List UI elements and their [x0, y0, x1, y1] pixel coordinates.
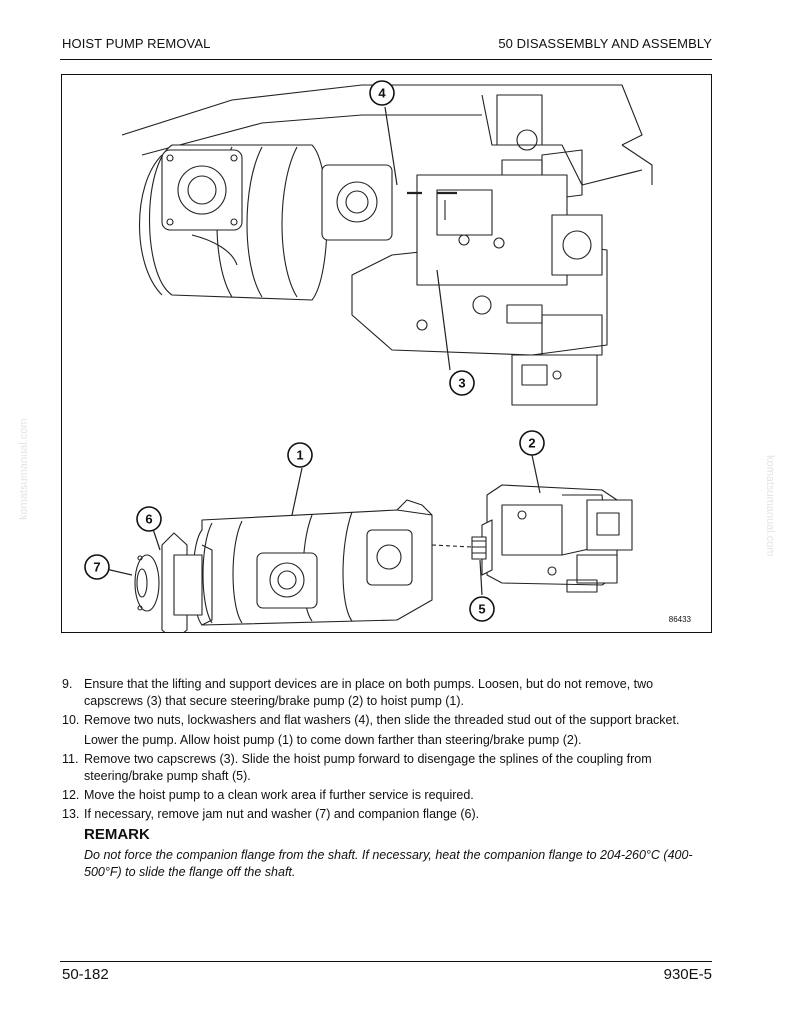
footer-rule: [60, 961, 712, 962]
callout-7: 7: [84, 554, 110, 580]
svg-text:6: 6: [145, 512, 152, 527]
callout-2: 2: [519, 430, 545, 456]
procedure-steps: 9.Ensure that the lifting and support de…: [62, 676, 712, 825]
figure-number: 86433: [668, 615, 691, 624]
pump-illustration: 4 3 1 2 6 7 5 86433: [61, 74, 712, 633]
alignment-line: [431, 544, 473, 548]
remark-text: Do not force the companion flange from t…: [84, 848, 693, 879]
step-9: 9.Ensure that the lifting and support de…: [62, 677, 654, 708]
header-rule: [60, 59, 712, 60]
header-section-title: HOIST PUMP REMOVAL: [62, 36, 211, 51]
callout-3: 3: [449, 370, 475, 396]
mounted-steering-pump: [351, 174, 608, 406]
svg-text:7: 7: [93, 560, 100, 575]
watermark-right: komatsumanual.com: [764, 455, 776, 557]
removed-hoist-pump: [134, 499, 433, 632]
step-12: 12.Move the hoist pump to a clean work a…: [62, 788, 474, 802]
svg-text:1: 1: [296, 448, 303, 463]
svg-text:2: 2: [528, 436, 535, 451]
svg-text:3: 3: [458, 376, 465, 391]
callout-1: 1: [287, 442, 313, 468]
callout-4: 4: [369, 80, 395, 106]
removed-steering-brake-pump: [471, 484, 633, 593]
pump-drawing: 4 3 1 2 6 7 5: [84, 80, 653, 632]
svg-text:5: 5: [478, 602, 485, 617]
watermark-left: komatsumanual.com: [18, 418, 30, 521]
header-chapter-title: 50 DISASSEMBLY AND ASSEMBLY: [498, 36, 712, 51]
remark-title: REMARK: [84, 826, 150, 843]
model-number: 930E-5: [663, 966, 712, 983]
frame-structure: [121, 84, 653, 201]
step-13: 13.If necessary, remove jam nut and wash…: [62, 807, 480, 821]
mounted-hoist-pump: [139, 144, 393, 301]
svg-text:4: 4: [378, 86, 386, 101]
step-10: 10.Remove two nuts, lockwashers and flat…: [62, 713, 680, 747]
page-number: 50-182: [62, 966, 109, 983]
callout-6: 6: [136, 506, 162, 532]
step-11: 11.Remove two capscrews (3). Slide the h…: [62, 752, 652, 783]
callout-5: 5: [469, 596, 495, 622]
